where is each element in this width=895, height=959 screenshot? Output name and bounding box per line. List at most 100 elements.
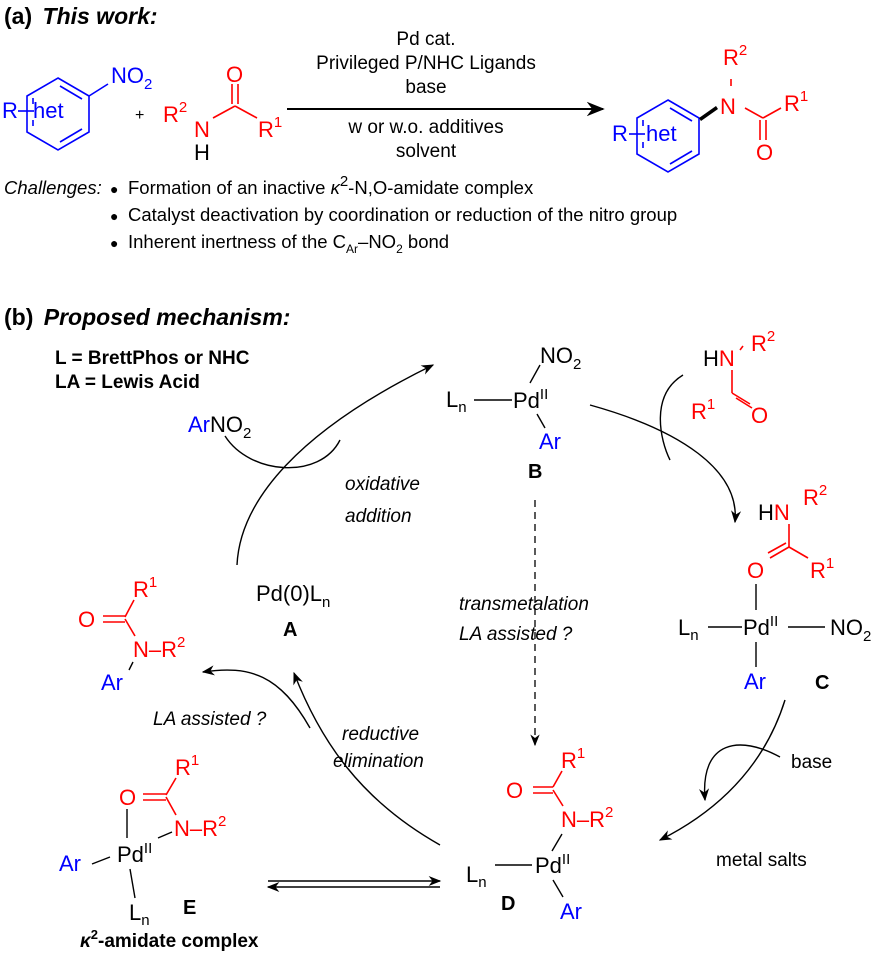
svg-text:LA assisted ?: LA assisted ? bbox=[153, 709, 267, 730]
arrow-a-to-b bbox=[236, 364, 435, 566]
svg-text:LA = Lewis Acid: LA = Lewis Acid bbox=[55, 372, 200, 393]
svg-text:R2: R2 bbox=[723, 42, 747, 70]
wedge-bond bbox=[699, 106, 718, 121]
amide-entry-arrow bbox=[659, 374, 684, 461]
svg-text:Ln: Ln bbox=[466, 862, 487, 891]
svg-text:R1: R1 bbox=[258, 114, 282, 142]
svg-text:A: A bbox=[283, 619, 297, 641]
svg-text:w or w.o. additives: w or w.o. additives bbox=[347, 117, 503, 138]
svg-text:O: O bbox=[756, 140, 773, 165]
svg-text:PdII: PdII bbox=[743, 613, 778, 640]
svg-text:R1: R1 bbox=[810, 555, 834, 583]
svg-text:R1: R1 bbox=[691, 396, 715, 424]
svg-text:H: H bbox=[194, 140, 210, 165]
challenges-list: Challenges: ● Formation of an inactive κ… bbox=[4, 173, 677, 256]
svg-text:NO2: NO2 bbox=[540, 343, 581, 373]
svg-text:Ar: Ar bbox=[560, 899, 582, 924]
svg-text:Catalyst deactivation by coord: Catalyst deactivation by coordination or… bbox=[128, 204, 677, 225]
arrow-b-to-c bbox=[589, 404, 742, 524]
svg-text:HN: HN bbox=[758, 500, 790, 525]
svg-text:LA assisted ?: LA assisted ? bbox=[459, 624, 573, 645]
amide-reagent: HN R2 R1 O bbox=[691, 328, 775, 428]
svg-text:R2: R2 bbox=[163, 99, 187, 127]
svg-text:O: O bbox=[751, 403, 768, 428]
svg-text:oxidative: oxidative bbox=[345, 474, 420, 495]
svg-text:R1: R1 bbox=[561, 745, 585, 773]
svg-text:●: ● bbox=[110, 235, 118, 251]
svg-text:(a) This work:: (a) This work: bbox=[4, 3, 158, 29]
svg-text:het: het bbox=[646, 121, 677, 146]
metal-salts-label: metal salts bbox=[716, 850, 807, 871]
svg-text:E: E bbox=[183, 897, 196, 919]
part-b-label: (b) bbox=[4, 304, 33, 330]
svg-text:Ln: Ln bbox=[678, 615, 699, 644]
step-labels: oxidative addition transmetalation LA as… bbox=[153, 474, 589, 772]
arrow-d-to-a bbox=[293, 671, 441, 846]
challenge-item: ● Formation of an inactive κ2-N,O-amidat… bbox=[110, 173, 534, 198]
nitroarene-reactant: R het NO2 bbox=[2, 63, 152, 151]
part-b-title: Proposed mechanism: bbox=[44, 304, 291, 330]
challenge-item: ● Catalyst deactivation by coordination … bbox=[110, 204, 677, 225]
kappa2-amidate-caption: κ2-amidate complex bbox=[80, 927, 259, 952]
svg-text:L = BrettPhos or NHC: L = BrettPhos or NHC bbox=[55, 348, 250, 369]
cycle-product: R1 O N–R2 Ar bbox=[78, 574, 185, 695]
svg-text:C: C bbox=[815, 672, 829, 694]
part-a-title: This work: bbox=[43, 3, 158, 29]
svg-text:transmetalation: transmetalation bbox=[459, 594, 589, 615]
svg-text:NO2: NO2 bbox=[830, 615, 871, 645]
svg-text:N–R2: N–R2 bbox=[561, 804, 613, 832]
svg-text:Ln: Ln bbox=[446, 387, 467, 416]
svg-text:Pd(0)Ln: Pd(0)Ln bbox=[256, 581, 330, 611]
complex-a: Pd(0)Ln A bbox=[256, 581, 330, 641]
svg-text:Ar: Ar bbox=[101, 670, 123, 695]
svg-text:base: base bbox=[405, 77, 446, 98]
svg-text:N–R2: N–R2 bbox=[133, 634, 185, 662]
svg-text:Pd cat.: Pd cat. bbox=[396, 29, 455, 50]
part-b-heading: (b) Proposed mechanism: bbox=[4, 304, 290, 330]
svg-text:reductive: reductive bbox=[342, 724, 419, 745]
svg-text:N: N bbox=[194, 117, 210, 142]
nitro-group: NO bbox=[111, 63, 144, 88]
svg-text:R1: R1 bbox=[784, 88, 808, 116]
svg-text:NO2: NO2 bbox=[111, 63, 152, 93]
product-release-arrow bbox=[201, 665, 311, 729]
base-metal-salts-arrow bbox=[699, 744, 781, 802]
svg-text:R1: R1 bbox=[175, 752, 199, 780]
svg-text:elimination: elimination bbox=[333, 751, 424, 772]
svg-text:●: ● bbox=[110, 208, 118, 224]
arnO2-entry-arrow bbox=[224, 435, 341, 469]
svg-text:Privileged P/NHC Ligands: Privileged P/NHC Ligands bbox=[316, 53, 536, 74]
svg-text:R2: R2 bbox=[803, 482, 827, 510]
arrow-c-to-d bbox=[658, 699, 786, 841]
svg-text:Ln: Ln bbox=[129, 900, 150, 929]
svg-text:O: O bbox=[226, 62, 243, 87]
svg-text:Inherent inertness of the CAr–: Inherent inertness of the CAr–NO2 bond bbox=[128, 231, 449, 256]
arno2-substrate: ArNO2 bbox=[188, 412, 251, 442]
reaction-conditions: Pd cat. Privileged P/NHC Ligands base w … bbox=[287, 29, 605, 162]
challenge-item: ● Inherent inertness of the CAr–NO2 bond bbox=[110, 231, 449, 256]
svg-text:O: O bbox=[119, 785, 136, 810]
r-substituent: R bbox=[2, 98, 18, 123]
svg-text:Formation of an inactive κ2-N,: Formation of an inactive κ2-N,O-amidate … bbox=[128, 173, 534, 198]
ligand-legend: L = BrettPhos or NHC LA = Lewis Acid bbox=[55, 348, 250, 393]
het-label: het bbox=[33, 98, 64, 123]
svg-text:R2: R2 bbox=[751, 328, 775, 356]
svg-text:D: D bbox=[501, 893, 515, 915]
amide-reactant: R2 N H O R1 bbox=[163, 62, 282, 165]
svg-text:Ar: Ar bbox=[59, 851, 81, 876]
challenges-label: Challenges: bbox=[4, 177, 102, 198]
svg-text:●: ● bbox=[110, 181, 118, 197]
complex-e: R1 O N–R2 Ar PdII Ln E κ2-amidate comple… bbox=[59, 752, 259, 952]
svg-text:Ar: Ar bbox=[539, 429, 561, 454]
svg-text:O: O bbox=[78, 607, 95, 632]
amide-product: R het N R2 O R1 bbox=[612, 42, 808, 173]
svg-text:N: N bbox=[720, 94, 736, 119]
svg-text:O: O bbox=[747, 558, 764, 583]
svg-text:B: B bbox=[528, 461, 542, 483]
complex-d: R1 O N–R2 Ln PdII Ar D bbox=[466, 745, 613, 924]
svg-text:PdII: PdII bbox=[513, 386, 548, 413]
svg-text:PdII: PdII bbox=[117, 840, 152, 867]
complex-c: HN R2 O R1 Ln PdII NO2 Ar C bbox=[678, 482, 871, 694]
part-a-heading: (a) This work: bbox=[4, 3, 158, 29]
svg-text:R1: R1 bbox=[133, 574, 157, 602]
